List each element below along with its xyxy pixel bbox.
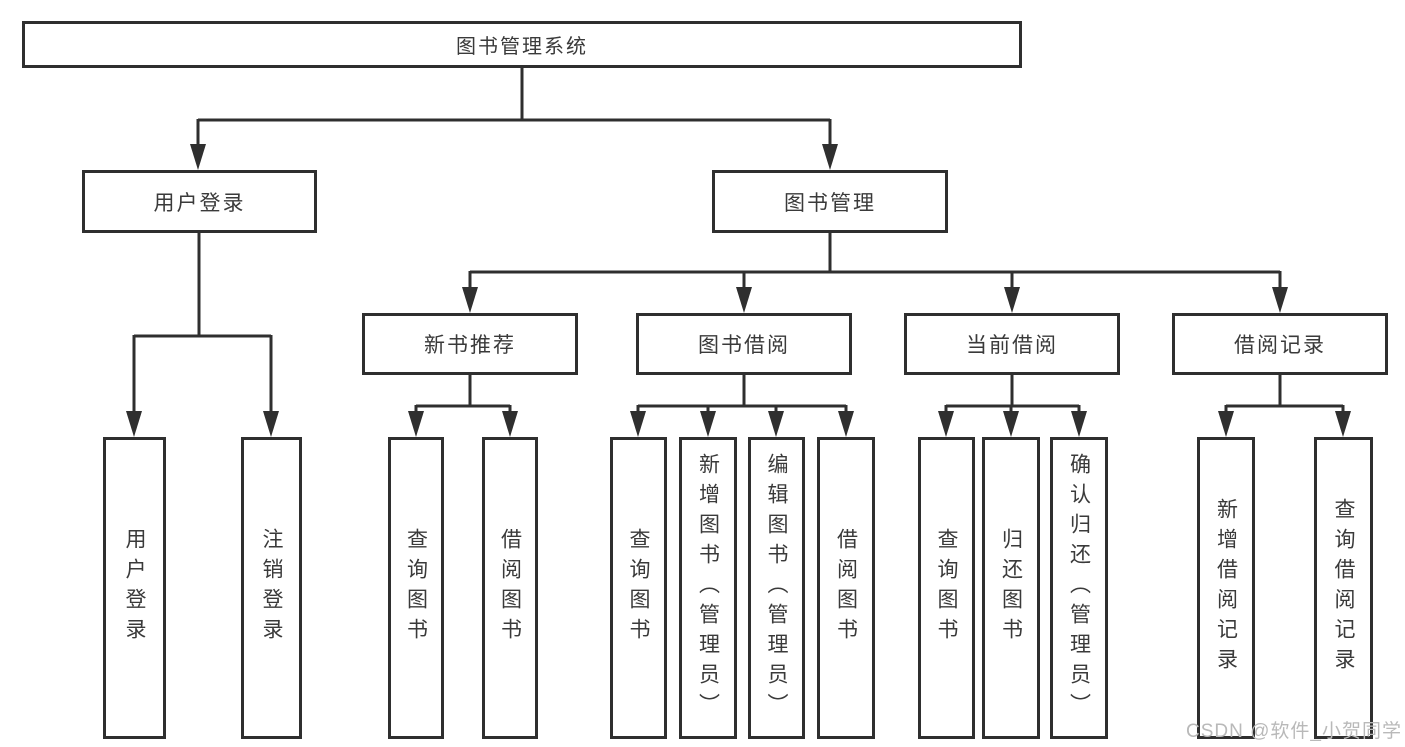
leaf-add-borrow-record-label: 新增借阅记录	[1214, 498, 1238, 678]
node-book-management-label: 图书管理	[784, 191, 876, 215]
leaf-add-borrow-record: 新增借阅记录	[1197, 437, 1255, 739]
leaf-recommend-borrow-books: 借阅图书	[482, 437, 538, 739]
leaf-confirm-return-admin-label: 确认归还（管理员）	[1067, 453, 1091, 723]
leaf-recommend-query-books-label: 查询图书	[404, 528, 428, 648]
leaf-query-borrow-record: 查询借阅记录	[1314, 437, 1373, 739]
node-book-borrow: 图书借阅	[636, 313, 852, 375]
leaf-return-books-label: 归还图书	[999, 528, 1023, 648]
edge-book-management-to-level3	[468, 233, 1282, 289]
leaf-current-query-books: 查询图书	[918, 437, 975, 739]
leaf-edit-books-admin-label: 编辑图书（管理员）	[765, 453, 788, 723]
node-new-book-recommend-label: 新书推荐	[424, 334, 516, 357]
leaf-recommend-query-books: 查询图书	[388, 437, 444, 739]
leaf-confirm-return-admin: 确认归还（管理员）	[1050, 437, 1108, 739]
leaf-borrow-books-label: 借阅图书	[834, 528, 858, 648]
leaf-logout: 注销登录	[241, 437, 302, 739]
node-root: 图书管理系统	[22, 21, 1022, 68]
leaf-logout-label: 注销登录	[260, 528, 283, 648]
node-new-book-recommend: 新书推荐	[362, 313, 578, 375]
leaf-return-books: 归还图书	[982, 437, 1040, 739]
leaf-recommend-borrow-books-label: 借阅图书	[498, 528, 522, 648]
leaf-borrow-books: 借阅图书	[817, 437, 875, 739]
leaf-edit-books-admin: 编辑图书（管理员）	[748, 437, 805, 739]
leaf-user-login-label: 用户登录	[123, 528, 146, 648]
node-borrow-records-label: 借阅记录	[1234, 334, 1326, 357]
leaf-query-borrow-record-label: 查询借阅记录	[1332, 498, 1355, 678]
edge-new-book-recommend-to-leaves	[414, 375, 512, 413]
edge-root-to-level2	[196, 68, 832, 146]
node-current-borrow: 当前借阅	[904, 313, 1120, 375]
leaf-borrow-query-books: 查询图书	[610, 437, 667, 739]
leaf-add-books-admin: 新增图书（管理员）	[679, 437, 737, 739]
node-root-label: 图书管理系统	[456, 36, 588, 58]
csdn-watermark: CSDN @软件_小贺同学	[1186, 721, 1402, 742]
edge-book-borrow-to-leaves	[636, 375, 848, 413]
node-book-borrow-label: 图书借阅	[698, 334, 790, 357]
node-borrow-records: 借阅记录	[1172, 313, 1388, 375]
leaf-current-query-books-label: 查询图书	[935, 528, 958, 648]
edge-user-login-to-leaves	[132, 233, 273, 413]
edge-current-borrow-to-leaves	[944, 375, 1081, 413]
node-user-login: 用户登录	[82, 170, 317, 233]
edge-borrow-records-to-leaves	[1224, 375, 1345, 413]
leaf-borrow-query-books-label: 查询图书	[627, 528, 650, 648]
node-book-management: 图书管理	[712, 170, 948, 233]
arrowheads	[126, 144, 1351, 437]
leaf-user-login: 用户登录	[103, 437, 166, 739]
node-current-borrow-label: 当前借阅	[966, 334, 1058, 357]
node-user-login-label: 用户登录	[153, 191, 246, 215]
leaf-add-books-admin-label: 新增图书（管理员）	[696, 453, 720, 723]
